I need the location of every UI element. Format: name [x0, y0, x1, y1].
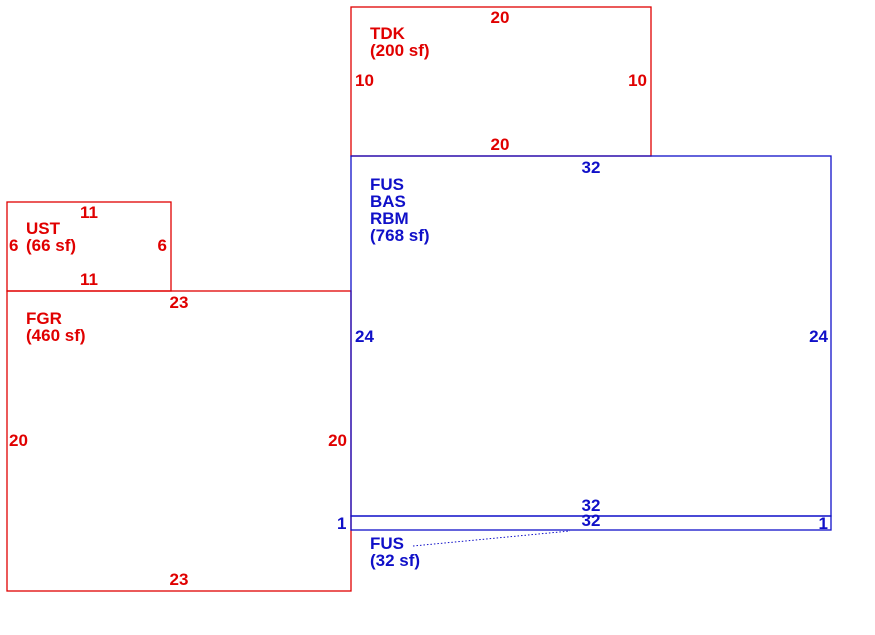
main-dim-top: 32 [582, 158, 601, 177]
tdk-dim-left: 10 [355, 71, 374, 90]
ust-dim-left: 6 [9, 236, 18, 255]
ust-dim-bottom: 11 [80, 270, 98, 289]
fgr-dim-left: 20 [9, 431, 28, 450]
ust-dim-top: 11 [80, 203, 98, 222]
main-code-3: RBM [370, 209, 409, 228]
main-code-2: BAS [370, 192, 406, 211]
tdk-dim-bottom: 20 [491, 135, 510, 154]
ust-code: UST [26, 219, 61, 238]
tdk-area: (200 sf) [370, 41, 430, 60]
strip-leader-line [412, 530, 571, 547]
main-dim-bottom: 32 [582, 496, 601, 515]
strip-area: (32 sf) [370, 551, 420, 570]
strip-dim-right: 1 [819, 514, 828, 533]
main-dim-right: 24 [809, 327, 828, 346]
main-outline [350, 155, 832, 517]
tdk-dim-top: 20 [491, 8, 510, 27]
fgr-code: FGR [26, 309, 62, 328]
main-code-1: FUS [370, 175, 404, 194]
ust-area: (66 sf) [26, 236, 76, 255]
strip-dim-top: 32 [582, 511, 601, 530]
strip-code: FUS [370, 534, 404, 553]
fgr-area: (460 sf) [26, 326, 86, 345]
ust-dim-right: 6 [158, 236, 167, 255]
tdk-code: TDK [370, 24, 406, 43]
fgr-dim-right: 20 [328, 431, 347, 450]
strip-dim-left: 1 [337, 514, 346, 533]
tdk-dim-right: 10 [628, 71, 647, 90]
fgr-dim-bottom: 23 [170, 570, 189, 589]
strip-outline [350, 515, 832, 531]
main-area: (768 sf) [370, 226, 430, 245]
main-dim-left: 24 [355, 327, 374, 346]
fgr-dim-top: 23 [170, 293, 189, 312]
